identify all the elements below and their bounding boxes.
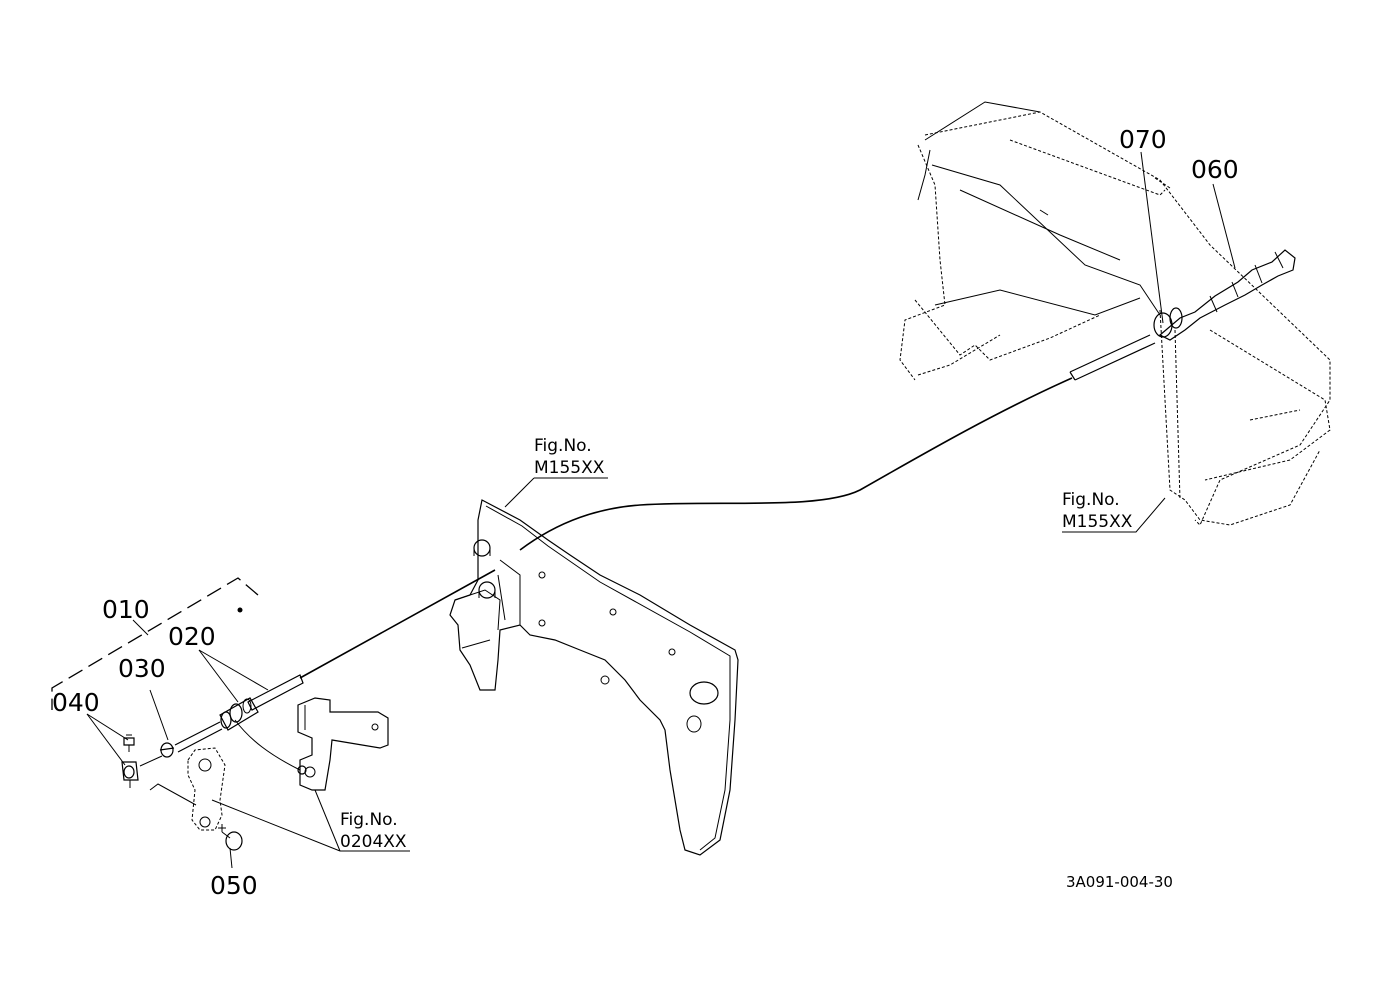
cable-end-fittings: [159, 674, 307, 775]
throttle-lever: [187, 747, 243, 851]
drawing-code: 3A091-004-30: [1066, 873, 1173, 891]
assembly-bracket-010: [51, 577, 259, 806]
fig-ref-bottom-line1: Fig.No.: [340, 810, 398, 830]
fig-ref-center: Fig.No. M155XX: [534, 436, 605, 478]
part-020-label: 020: [168, 622, 216, 651]
dashboard-panel: [899, 101, 1331, 526]
fig-ref-bottom: Fig.No. 0204XX: [340, 810, 407, 852]
part-030-label: 030: [118, 654, 166, 683]
throttle-cable: [299, 377, 1073, 679]
fig-ref-right-line2: M155XX: [1062, 512, 1133, 532]
leader-lines: [86, 151, 1236, 869]
part-060-label: 060: [1191, 155, 1239, 184]
fig-ref-center-line1: Fig.No.: [534, 436, 592, 456]
part-010-label: 010: [102, 595, 150, 624]
throttle-knob-assembly: [1069, 249, 1296, 381]
fig-ref-center-line2: M155XX: [534, 458, 605, 478]
screw-and-clamp: [121, 734, 139, 788]
fig-ref-bottom-line2: 0204XX: [340, 832, 407, 852]
part-070-label: 070: [1119, 125, 1167, 154]
part-050-label: 050: [210, 871, 258, 900]
fig-ref-right-line1: Fig.No.: [1062, 490, 1120, 510]
cable-bracket: [297, 697, 389, 791]
part-040-label: 040: [52, 688, 100, 717]
fig-ref-right: Fig.No. M155XX: [1062, 490, 1133, 532]
mounting-plate: [449, 499, 739, 856]
